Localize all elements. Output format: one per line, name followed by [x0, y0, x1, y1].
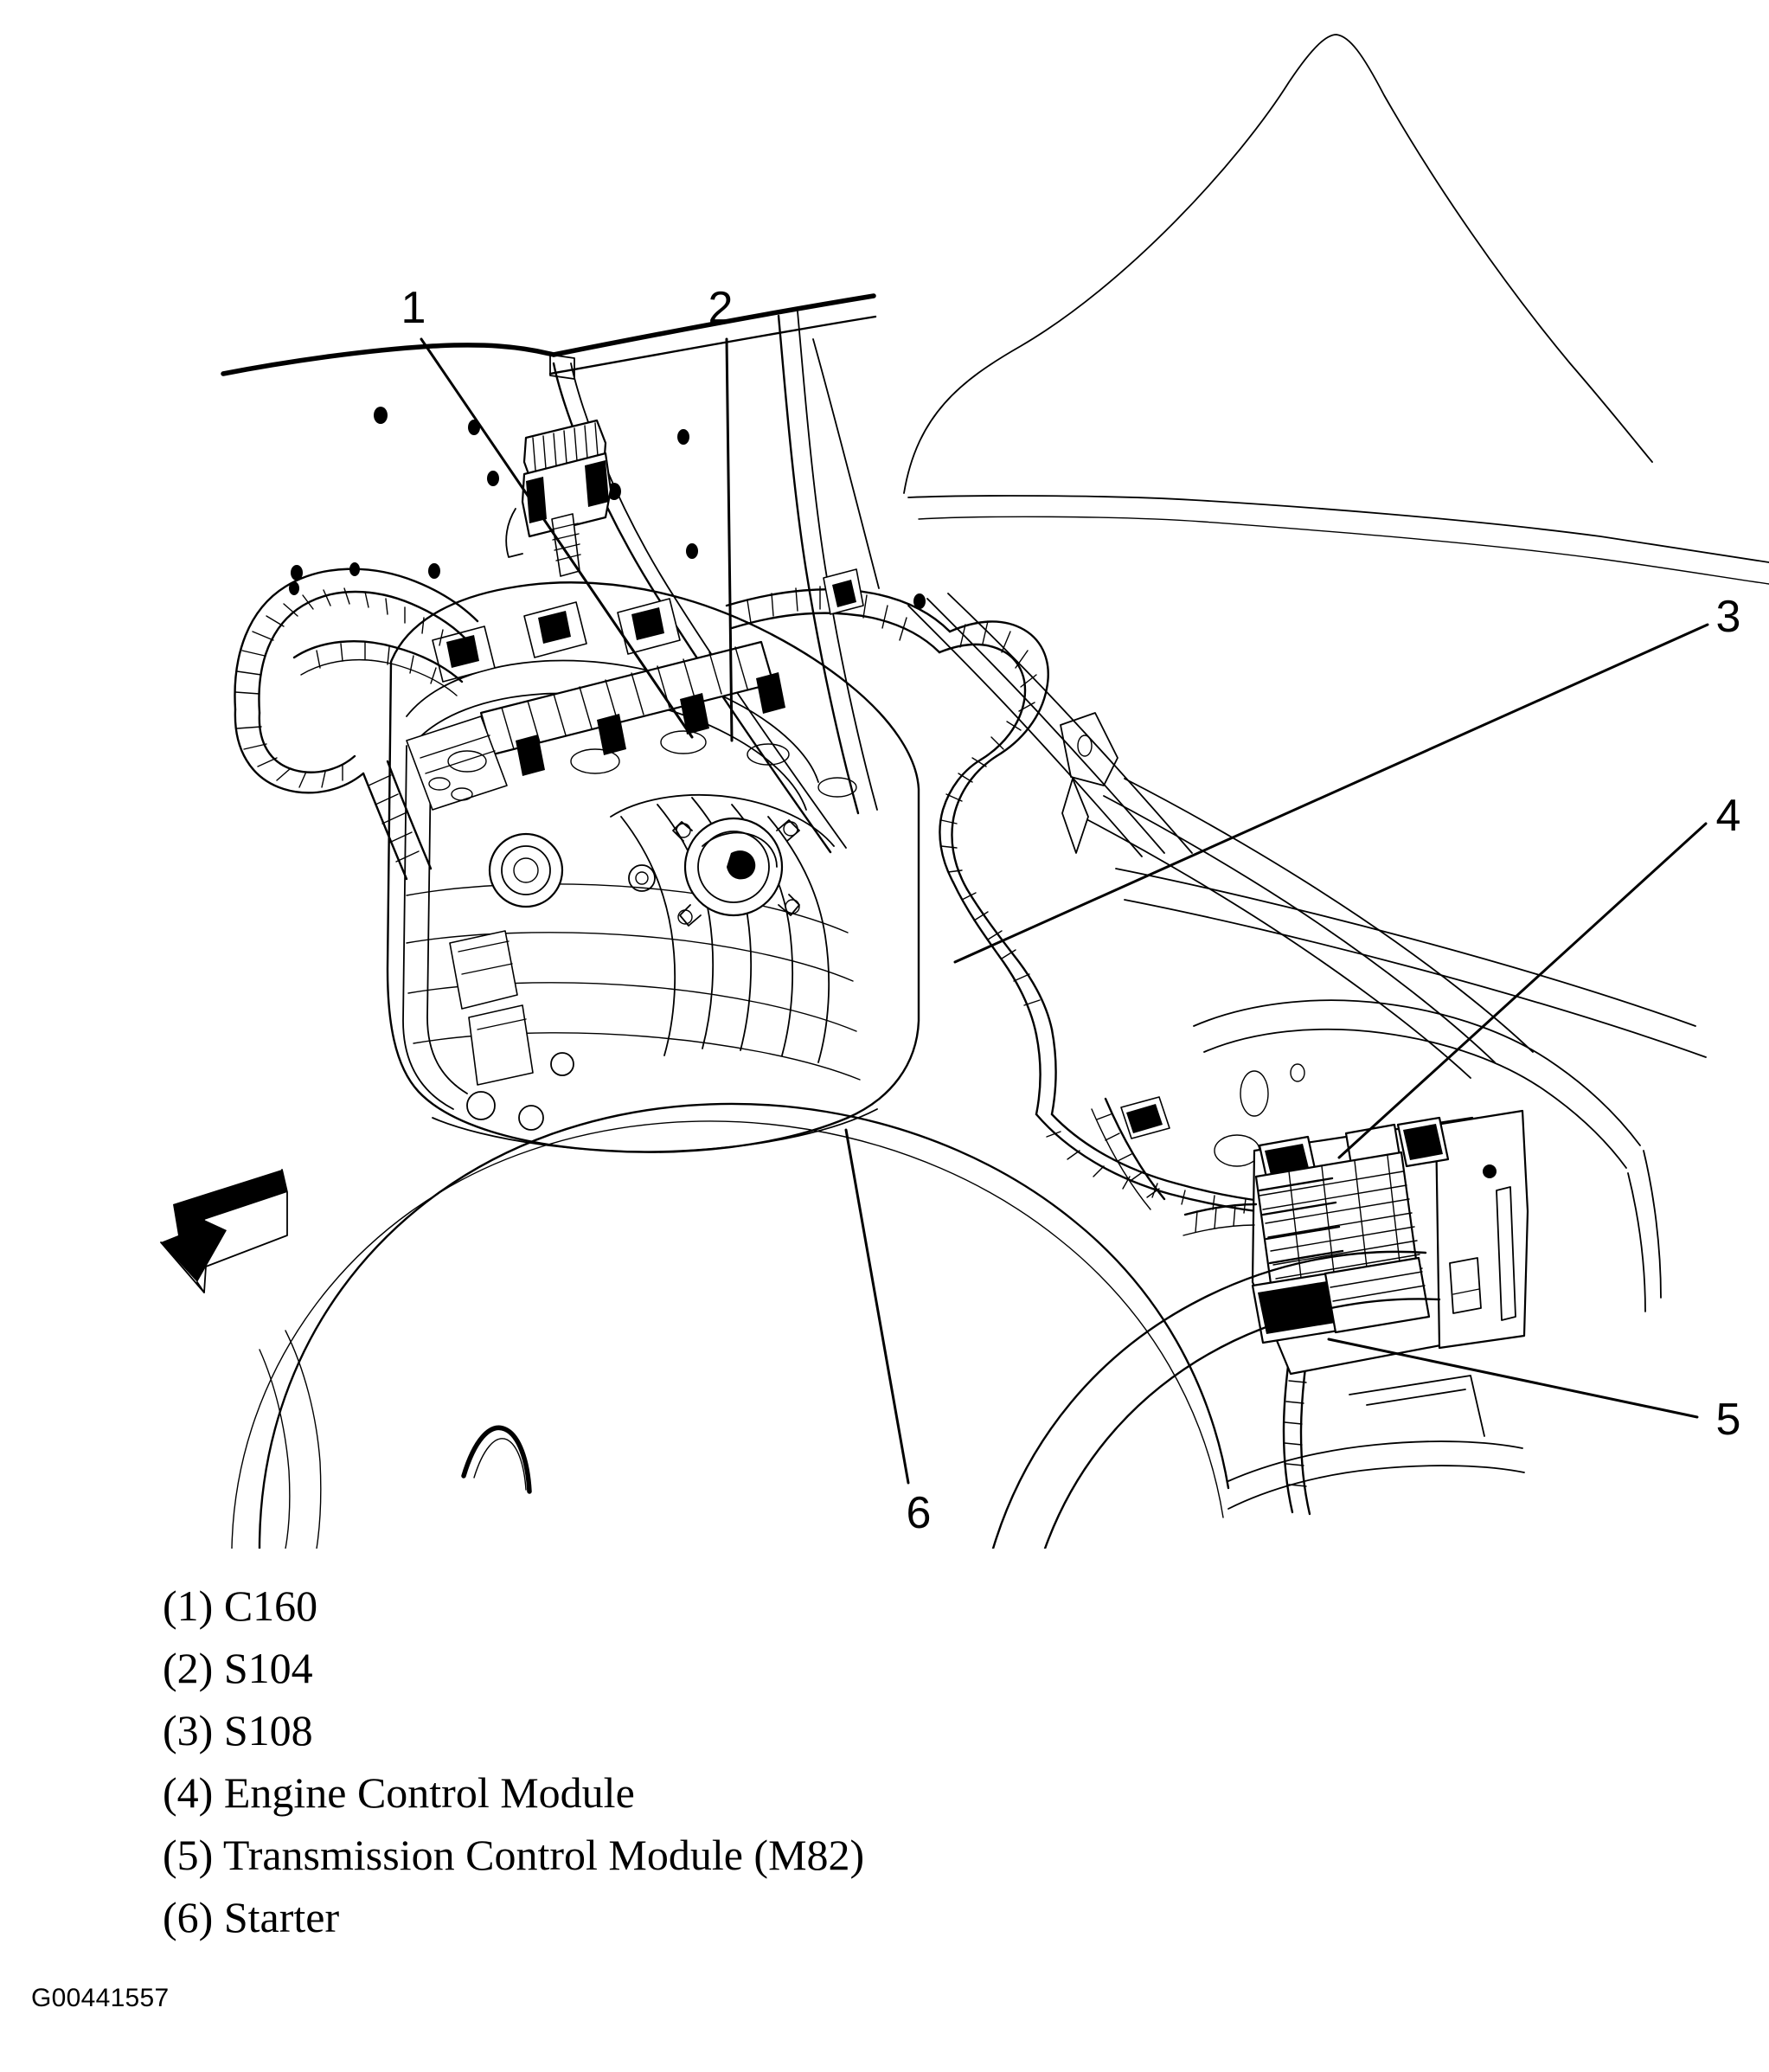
legend-index-1: (1) — [163, 1581, 214, 1630]
callout-number-5: 5 — [1716, 1395, 1741, 1445]
callout-numbers: 1 2 3 4 5 6 — [401, 283, 1741, 1538]
callout-number-1: 1 — [401, 283, 426, 333]
leader-line-3 — [953, 623, 1709, 964]
legend-label-4: Engine Control Module — [223, 1768, 635, 1817]
legend-item-2: (2) S104 — [163, 1637, 1374, 1699]
engine-mount-bracket — [449, 930, 534, 1086]
leader-line-5 — [1327, 1337, 1699, 1419]
engine-wiring-harness-top — [725, 568, 1291, 1216]
legend-index-3: (3) — [163, 1706, 214, 1754]
legend-item-3: (3) S108 — [163, 1699, 1374, 1761]
component-legend: (1) C160 (2) S104 (3) S108 (4) Engine Co… — [163, 1575, 1374, 1948]
callout-number-4: 4 — [1716, 791, 1741, 841]
c160-connector — [505, 419, 612, 577]
legend-item-6: (6) Starter — [163, 1886, 1374, 1948]
intake-manifold — [610, 793, 835, 1063]
callout-leader-lines — [420, 337, 1709, 1485]
engine-wiring-harness-left — [234, 568, 479, 881]
legend-item-1: (1) C160 — [163, 1575, 1374, 1637]
direction-arrow — [160, 1169, 288, 1293]
figure-id-label: G00441557 — [31, 1984, 170, 2012]
legend-label-6: Starter — [223, 1893, 340, 1941]
legend-item-4: (4) Engine Control Module — [163, 1761, 1374, 1824]
engine-assembly — [386, 581, 920, 1153]
ecm-fuse-block-assembly — [1183, 1109, 1529, 1376]
legend-index-6: (6) — [163, 1893, 214, 1941]
callout-number-6: 6 — [907, 1488, 932, 1538]
throttle-body — [672, 817, 800, 927]
legend-label-3: S108 — [223, 1706, 313, 1754]
leader-line-2 — [725, 337, 734, 742]
legend-index-5: (5) — [163, 1831, 214, 1879]
callout-number-3: 3 — [1716, 592, 1741, 642]
harness-lower-right — [1091, 1096, 1314, 1516]
wheel-and-bellhousing — [231, 1102, 1441, 1549]
ignition-coil-pack — [432, 598, 681, 683]
legend-index-4: (4) — [163, 1768, 214, 1817]
engine-compartment-illustration: 1 2 3 4 5 6 — [160, 34, 1769, 1549]
lower-right-panel — [1227, 1375, 1525, 1510]
leader-line-1 — [420, 337, 694, 739]
legend-index-2: (2) — [163, 1644, 214, 1692]
inner-fender-structure — [907, 593, 1707, 1312]
legend-label-5: Transmission Control Module (M82) — [222, 1831, 865, 1879]
callout-number-2: 2 — [708, 283, 734, 333]
connector-row — [1251, 1256, 1431, 1344]
legend-label-1: C160 — [223, 1581, 318, 1630]
pulley-boss — [488, 832, 564, 908]
vehicle-body-outline — [903, 34, 1769, 585]
legend-item-5: (5) Transmission Control Module (M82) — [163, 1824, 1374, 1886]
legend-label-2: S104 — [223, 1644, 313, 1692]
cowl-fastener-dots — [289, 407, 926, 637]
leader-line-6 — [844, 1128, 910, 1485]
leader-line-4 — [1337, 822, 1708, 1159]
